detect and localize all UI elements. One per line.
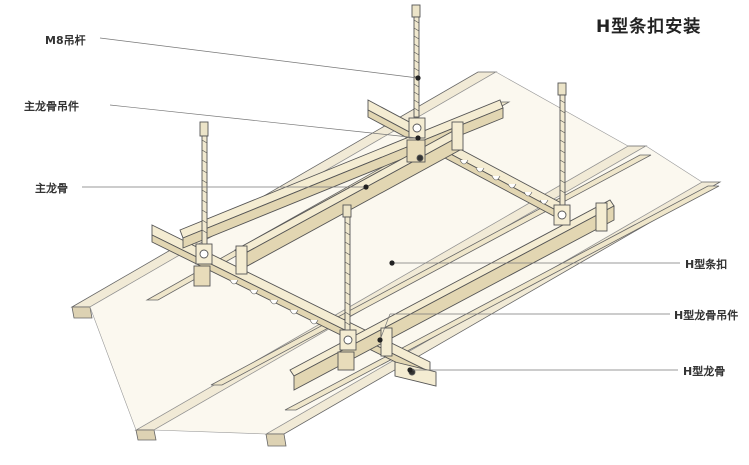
diagram-title: H型条扣安装 — [596, 17, 702, 37]
h-keel-end-clip — [394, 361, 437, 387]
dot-main-keel — [363, 184, 369, 190]
main-keel-hanger-3 — [193, 243, 213, 287]
hanger-rod-1 — [411, 4, 421, 118]
dot-h-keel — [407, 367, 413, 373]
hanger-clips — [193, 117, 608, 387]
h-keel-hanger-3 — [235, 245, 248, 275]
main-keel-hanger-1 — [406, 117, 426, 163]
main-keel-3 — [289, 199, 615, 391]
hanger-rod-4 — [342, 204, 352, 338]
label-h-keel: H型龙骨 — [683, 365, 726, 378]
leader-m8-rod — [99, 37, 419, 79]
main-keel-hanger-2 — [553, 204, 571, 226]
label-h-strip: H型条扣 — [685, 258, 728, 271]
leader-main-hanger — [109, 104, 419, 139]
label-h-keel-hanger: H型龙骨吊件 — [674, 309, 739, 322]
label-main-keel: 主龙骨 — [35, 182, 68, 195]
ceiling-strip-ridge-2 — [210, 154, 652, 386]
h-keel-teeth-front — [229, 279, 319, 325]
h-keel-hanger-1 — [451, 121, 464, 151]
dot-h-hanger — [377, 337, 383, 343]
h-keel-hanger-2 — [595, 202, 608, 232]
dot-m8-rod — [415, 75, 421, 81]
hanger-rods — [199, 4, 567, 338]
leader-lines — [82, 37, 680, 371]
dot-main-hanger — [415, 135, 421, 141]
main-keel-hanger-4 — [337, 329, 357, 371]
leader-h-hanger-b — [379, 313, 391, 341]
h-keel-teeth-back — [459, 159, 549, 205]
dot-h-strip — [389, 260, 395, 266]
label-m8-rod: M8吊杆 — [45, 34, 86, 47]
leader-dots — [363, 75, 421, 373]
label-main-keel-hanger: 主龙骨吊件 — [24, 100, 79, 113]
